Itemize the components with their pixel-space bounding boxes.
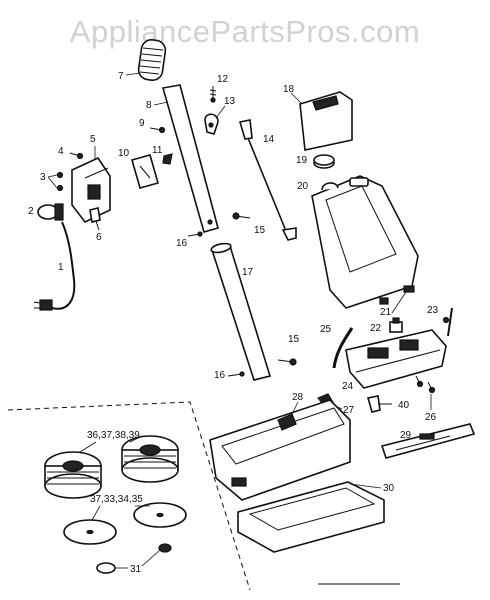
part-7-handle-grip[interactable] xyxy=(137,39,167,82)
part-9-screw[interactable] xyxy=(149,126,166,134)
label-23: 23 xyxy=(427,305,439,316)
label-4: 4 xyxy=(58,146,64,157)
label-24: 24 xyxy=(342,381,354,392)
label-15-lower: 15 xyxy=(288,334,300,345)
part-20-solution-tank[interactable] xyxy=(311,175,419,309)
part-30-base-tray[interactable] xyxy=(237,481,385,553)
label-pad-set: 37,33,34,35 xyxy=(90,494,143,505)
part-25-hose[interactable] xyxy=(332,327,354,369)
part-2-switch[interactable] xyxy=(37,203,64,221)
part-1-power-cord[interactable] xyxy=(33,221,76,311)
part-11-clip[interactable] xyxy=(162,153,173,165)
part-5-switch-bracket[interactable] xyxy=(71,156,111,224)
label-brush-set: 36,37,38,39 xyxy=(87,430,140,441)
label-16-lower: 16 xyxy=(214,370,226,381)
part-15-screw-upper[interactable] xyxy=(232,212,251,220)
label-22: 22 xyxy=(370,323,382,334)
part-24-pump-housing[interactable] xyxy=(345,329,447,389)
part-28-body-housing[interactable] xyxy=(209,399,351,501)
part-34-pad-right[interactable] xyxy=(133,502,187,528)
part-22-valve[interactable] xyxy=(389,317,403,333)
part-3-screws[interactable] xyxy=(56,171,64,192)
label-29: 29 xyxy=(400,430,412,441)
part-21-fitting[interactable] xyxy=(403,285,415,293)
label-3: 3 xyxy=(40,172,46,183)
part-36-brush-left[interactable] xyxy=(44,451,102,499)
label-5: 5 xyxy=(90,134,96,145)
part-17-lower-handle-tube[interactable] xyxy=(210,242,272,381)
part-33-pad-left[interactable] xyxy=(63,519,117,545)
label-20: 20 xyxy=(297,181,309,192)
part-4-screw[interactable] xyxy=(69,152,84,160)
brush-kit-boundary xyxy=(7,401,251,591)
part-8-upper-handle-tube[interactable] xyxy=(161,84,219,233)
label-21: 21 xyxy=(380,307,392,318)
label-26: 26 xyxy=(425,412,437,423)
part-18-top-cover[interactable] xyxy=(299,91,353,151)
label-14: 14 xyxy=(263,134,275,145)
label-11: 11 xyxy=(152,145,163,156)
part-26-screws[interactable] xyxy=(415,375,436,394)
label-40: 40 xyxy=(398,400,410,411)
label-31: 31 xyxy=(130,564,142,575)
label-10: 10 xyxy=(118,148,130,159)
part-12-screw[interactable] xyxy=(209,86,217,103)
part-19-cap[interactable] xyxy=(313,154,335,169)
label-13: 13 xyxy=(224,96,236,107)
label-12: 12 xyxy=(217,74,229,85)
part-40-connector[interactable] xyxy=(366,395,392,413)
part-37-brush-right[interactable] xyxy=(121,435,179,483)
part-10-mounting-plate[interactable] xyxy=(131,154,159,189)
label-27: 27 xyxy=(343,405,355,416)
part-23-pin[interactable] xyxy=(442,307,453,337)
part-16-screw-upper[interactable] xyxy=(187,231,203,237)
label-30: 30 xyxy=(383,483,395,494)
watermark-text: AppliancePartsPros.com xyxy=(69,14,421,49)
label-28: 28 xyxy=(292,392,304,403)
label-15-upper: 15 xyxy=(254,225,266,236)
label-8: 8 xyxy=(146,100,152,111)
part-14-cord-hook[interactable] xyxy=(238,119,297,241)
label-9: 9 xyxy=(139,118,145,129)
label-6: 6 xyxy=(96,232,102,243)
part-6-connector[interactable] xyxy=(89,207,101,231)
part-31-washer[interactable] xyxy=(96,543,172,574)
label-2: 2 xyxy=(28,206,34,217)
label-17: 17 xyxy=(242,267,254,278)
label-1: 1 xyxy=(58,262,64,273)
part-13-clamp[interactable] xyxy=(204,113,219,135)
label-7: 7 xyxy=(118,71,124,82)
label-19: 19 xyxy=(296,155,308,166)
part-29-nozzle-strip[interactable] xyxy=(380,423,476,459)
part-16-screw-lower[interactable] xyxy=(227,371,245,377)
label-18: 18 xyxy=(283,84,295,95)
part-15-screw-lower[interactable] xyxy=(277,358,297,366)
label-16-upper: 16 xyxy=(176,238,188,249)
label-25: 25 xyxy=(320,324,332,335)
